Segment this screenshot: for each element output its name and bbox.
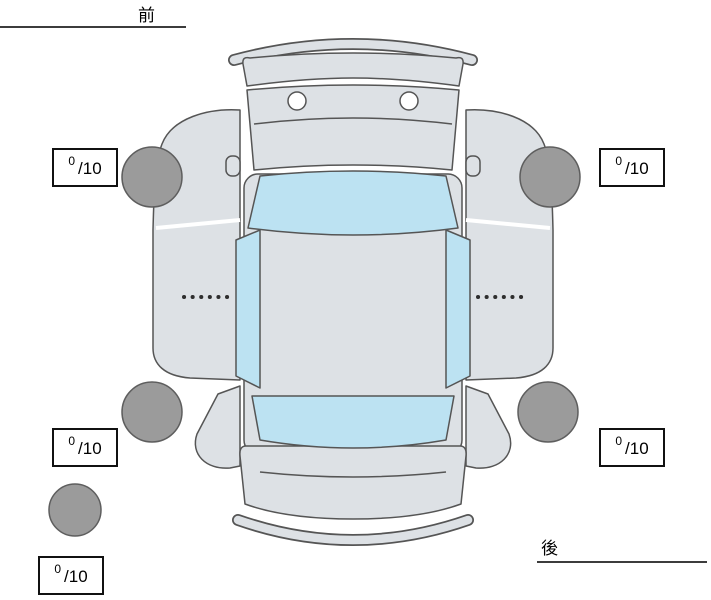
- car-hood: [246, 84, 460, 171]
- rating-max: /10: [78, 439, 102, 458]
- rating-max: /10: [625, 439, 649, 458]
- tire-rear-right: [517, 381, 579, 443]
- right-side-windows: [445, 229, 471, 389]
- windshield: [247, 170, 459, 236]
- left-side-windows: [235, 229, 261, 389]
- tire-front-right: [519, 146, 581, 208]
- rear-divider-line: [537, 561, 707, 563]
- rear-label: 後: [541, 539, 558, 558]
- rating-score: 0: [615, 434, 623, 448]
- right-mirror: [465, 155, 481, 177]
- hood-detail-left: [287, 91, 307, 111]
- hood-detail-right: [399, 91, 419, 111]
- rating-box-front-left: 0 /10: [52, 148, 118, 187]
- rating-max: /10: [64, 567, 88, 586]
- front-divider-line: [0, 26, 186, 28]
- rating-max: /10: [78, 159, 102, 178]
- tire-rear-left: [121, 381, 183, 443]
- car-trunk: [239, 445, 467, 520]
- car-right-rear-quarter-panel: [465, 385, 512, 469]
- spare-tire: [48, 483, 102, 537]
- rating-box-spare: 0 /10: [38, 556, 104, 595]
- rating-box-rear-right: 0 /10: [599, 428, 665, 467]
- rating-max: /10: [625, 159, 649, 178]
- tire-front-left: [121, 146, 183, 208]
- car-front-bumper: [242, 52, 464, 87]
- left-mirror: [225, 155, 241, 177]
- rear-window: [251, 395, 455, 449]
- rating-box-rear-left: 0 /10: [52, 428, 118, 467]
- rating-box-front-right: 0 /10: [599, 148, 665, 187]
- rating-score: 0: [615, 154, 623, 168]
- rear-bumper-band-fill: [233, 515, 473, 545]
- car-left-rear-quarter-panel: [194, 385, 241, 469]
- front-label: 前: [138, 6, 155, 25]
- rating-score: 0: [54, 562, 62, 576]
- hood-seam-line: [253, 117, 453, 125]
- front-bumper-band-fill: [229, 39, 477, 65]
- rating-score: 0: [68, 434, 76, 448]
- left-door-seam: [155, 218, 241, 230]
- rating-score: 0: [68, 154, 76, 168]
- trunk-seam-line: [259, 471, 447, 478]
- right-door-seam: [465, 218, 551, 230]
